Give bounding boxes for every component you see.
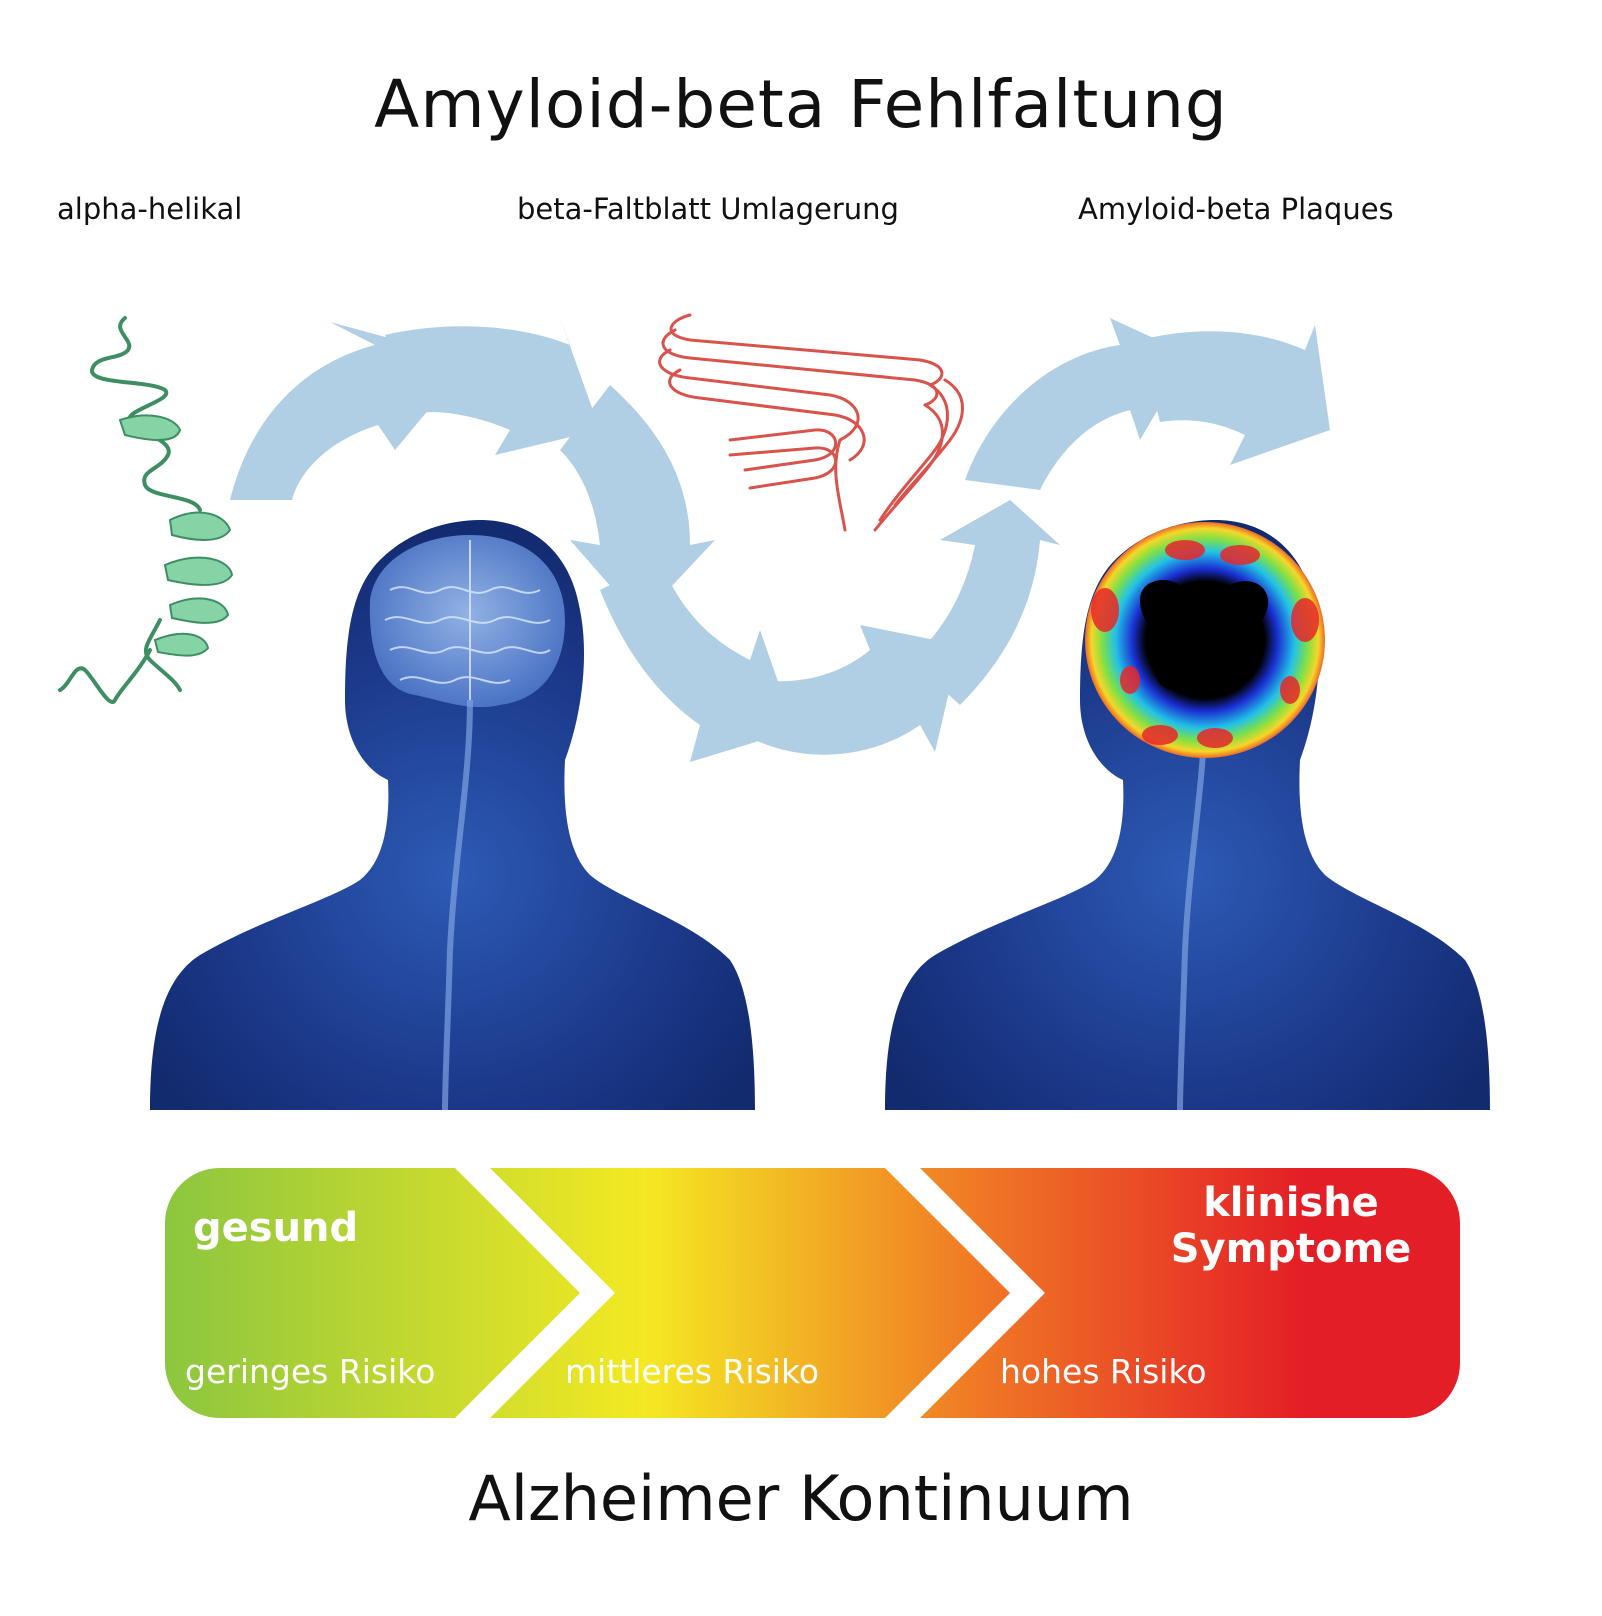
arrow-segment <box>600 560 795 762</box>
arrow-segment <box>910 500 1060 705</box>
alpha-helix-icon <box>58 316 234 704</box>
pet-scan-brain-icon <box>1085 522 1325 758</box>
stage-label-beta: beta-Faltblatt Umlagerung <box>517 192 899 226</box>
stage-label-plaques: Amyloid-beta Plaques <box>1078 192 1394 226</box>
stage-healthy-label: gesund <box>193 1205 359 1251</box>
risk-high-label: hohes Risiko <box>1000 1352 1207 1391</box>
risk-continuum-bar <box>165 1168 1460 1418</box>
footer-title: Alzheimer Kontinuum <box>468 1462 1134 1535</box>
stage-clinical-label: klinishe Symptome <box>1146 1180 1436 1272</box>
arrow-segment <box>745 625 960 755</box>
risk-low-label: geringes Risiko <box>185 1352 436 1391</box>
arrow-segment <box>965 318 1190 490</box>
stage-divider <box>455 1168 615 1418</box>
stage-label-alpha: alpha-helikal <box>57 192 243 226</box>
healthy-brain-icon <box>369 535 565 708</box>
arrow-segment <box>385 318 600 455</box>
healthy-person <box>150 520 755 1111</box>
arrow-segment <box>1140 325 1330 465</box>
clinical-line-1: klinishe <box>1203 1180 1379 1226</box>
risk-mid-label: mittleres Risiko <box>565 1352 820 1391</box>
page-title: Amyloid-beta Fehlfaltung <box>374 66 1228 143</box>
stage-divider <box>885 1168 1045 1418</box>
beta-sheet-icon <box>658 313 964 532</box>
arrow-segment <box>560 385 715 620</box>
clinical-line-2: Symptome <box>1170 1226 1412 1272</box>
misfolding-cycle-arrows <box>230 318 1330 762</box>
affected-person <box>885 520 1490 1111</box>
